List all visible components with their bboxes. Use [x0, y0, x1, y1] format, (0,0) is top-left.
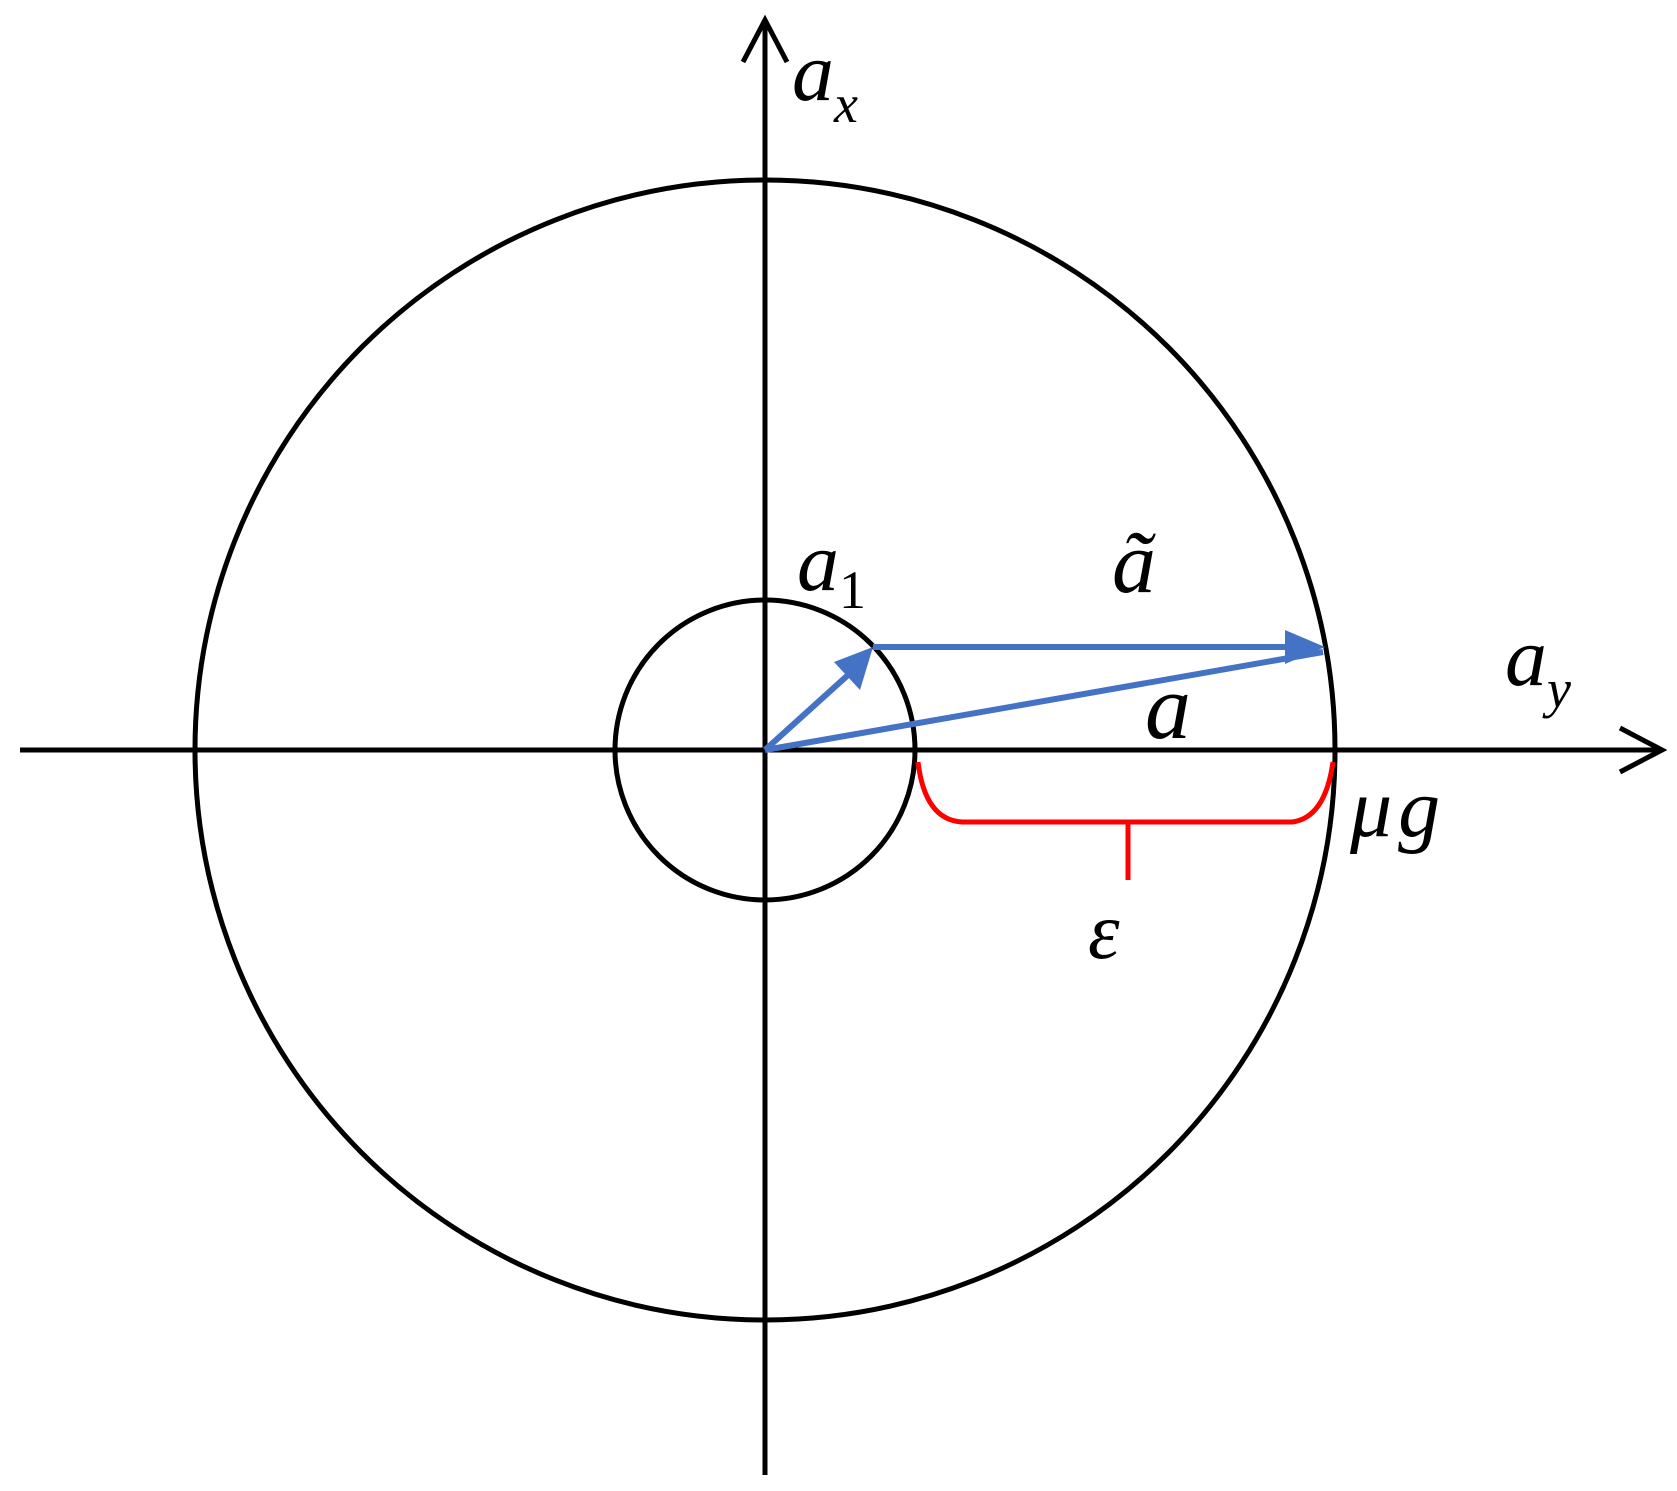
label-ay: ay — [1505, 611, 1571, 719]
label-mu-g: μg — [1349, 762, 1440, 855]
vector-a — [764, 649, 1324, 753]
vector-a1-arrowhead — [834, 647, 873, 690]
epsilon-bracket — [915, 761, 1336, 825]
vector-a1 — [762, 672, 851, 753]
label-ax: ax — [792, 26, 858, 134]
y-axis-arrowhead — [1618, 725, 1668, 775]
label-epsilon: ε — [1088, 888, 1120, 976]
label-a: a — [1145, 656, 1191, 758]
label-a1: a1 — [797, 516, 866, 620]
label-a-tilde: ã — [1112, 515, 1156, 612]
x-axis-arrowhead — [740, 14, 790, 64]
